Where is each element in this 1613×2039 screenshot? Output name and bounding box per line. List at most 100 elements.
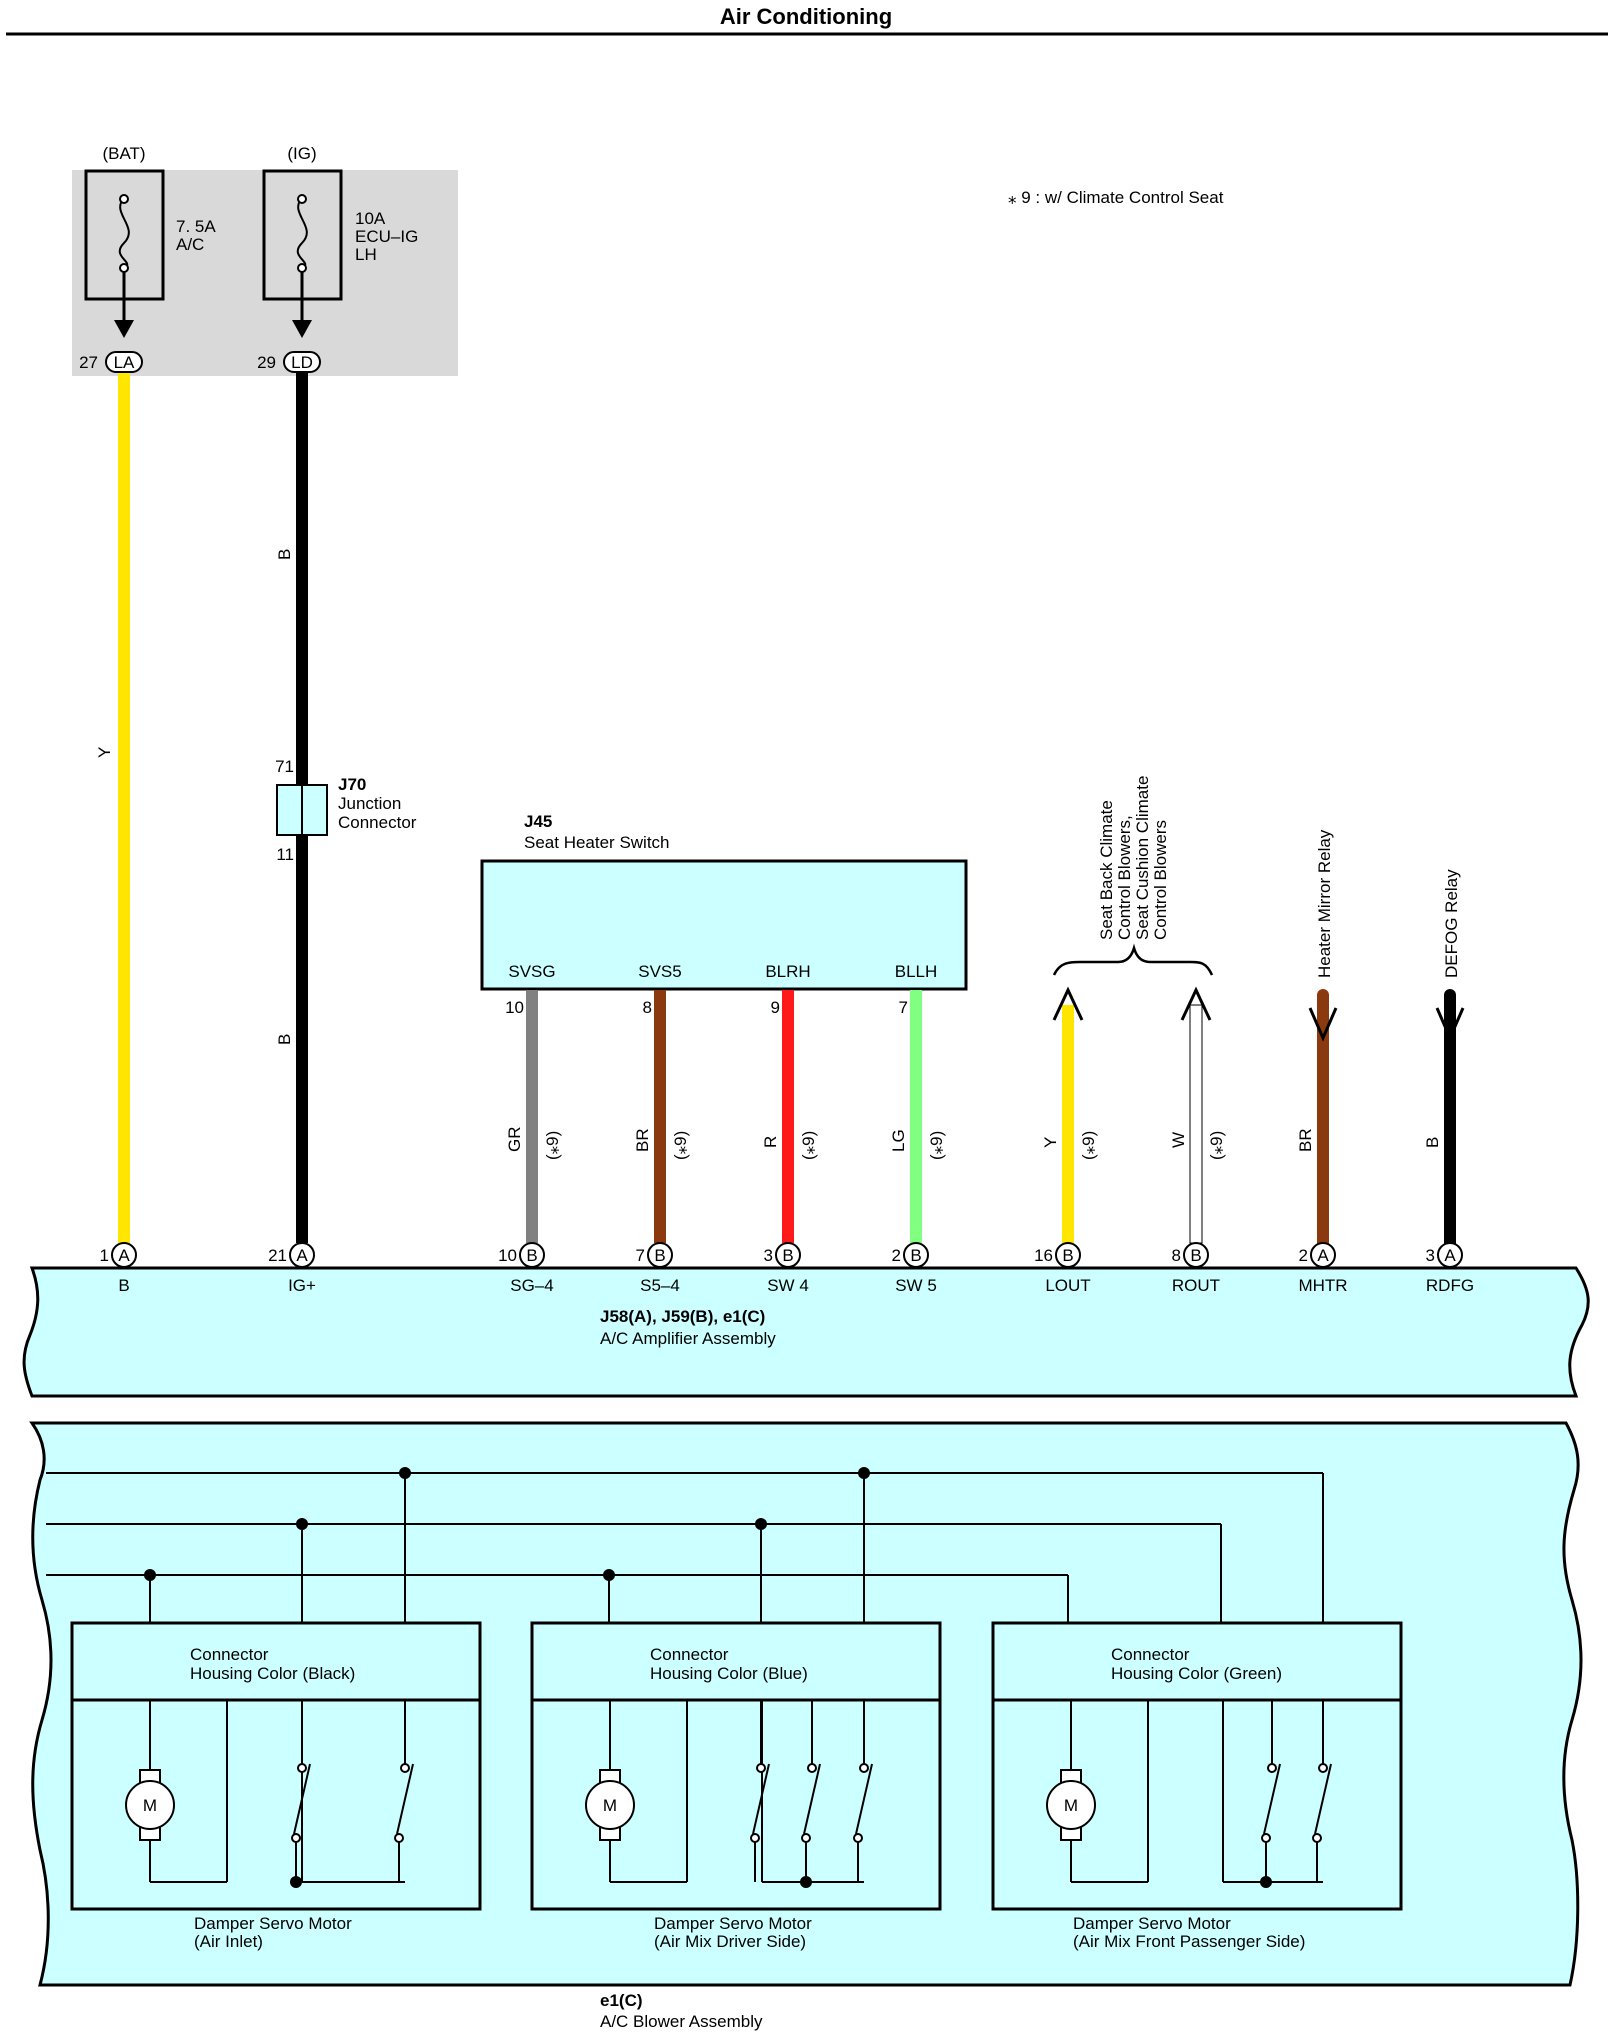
code-br-mhtr: BR (1296, 1128, 1315, 1152)
amp-pin-8-number: 8 (1172, 1246, 1181, 1265)
amp-pin-8-conn: B (1190, 1246, 1201, 1265)
bus-dot (755, 1518, 767, 1530)
amp-pin-1-connector (111, 1242, 137, 1268)
switch-contact-icon (1314, 1763, 1332, 1835)
fuse-2-connector (283, 351, 321, 373)
switch-contact-icon (293, 1763, 311, 1835)
dest-blowers-2: Control Blowers, (1115, 815, 1134, 940)
note-w: (⁎9) (1207, 1131, 1226, 1160)
switch-term-svs5: SVS5 (638, 962, 681, 981)
servo-housing-2: Housing Color (Blue) (650, 1664, 808, 1683)
note-lg: (⁎9) (927, 1131, 946, 1160)
seat-heater-switch: J45 Seat Heater Switch SVSG SVS5 BLRH BL… (480, 812, 968, 1017)
amp-pin-7-connector (1055, 1242, 1081, 1268)
note-y: (⁎9) (1079, 1131, 1098, 1160)
code-lg: LG (889, 1129, 908, 1152)
amp-pin-7-number: 16 (1034, 1246, 1053, 1265)
junction-pin-top: 71 (275, 757, 294, 776)
junction-connector: 71 11 J70 Junction Connector (275, 757, 417, 864)
amp-pin-4-connector (647, 1242, 673, 1268)
servo-bus (46, 1472, 1324, 1623)
fuse-1-name: A/C (176, 235, 204, 254)
switch-contact (756, 1763, 766, 1773)
fuse-2-conn: LD (291, 353, 313, 372)
amp-pin-2-connector (289, 1242, 315, 1268)
fuse-2-element-icon (296, 197, 308, 269)
amp-pin-4-conn: B (654, 1246, 665, 1265)
amp-pin-8-connector (1183, 1242, 1209, 1268)
fuse-1-terminal (119, 194, 129, 204)
amp-pin-10-conn: A (1444, 1246, 1456, 1265)
switch-contact (297, 1763, 307, 1773)
amp-pin-10-terminal: RDFG (1426, 1276, 1474, 1295)
fuse-1-rating: 7. 5A (176, 217, 216, 236)
bus-dot (144, 1569, 156, 1581)
servo-name-2: (Air Mix Front Passenger Side) (1073, 1932, 1305, 1951)
switch-term-svsg: SVSG (508, 962, 555, 981)
note-r: (⁎9) (799, 1131, 818, 1160)
fuse-block: (BAT) 7. 5A A/C LA 27 (IG) 10A ECU–IG LH… (72, 144, 458, 376)
fuse-1-source: (BAT) (102, 144, 145, 163)
amp-pin-10-number: 3 (1426, 1246, 1435, 1265)
amp-pin-7-conn: B (1062, 1246, 1073, 1265)
amplifier-assembly: J58(A), J59(B), e1(C) A/C Amplifier Asse… (22, 1266, 1590, 1398)
blower-id: e1(C) (600, 1991, 643, 2010)
junction-id: J70 (338, 775, 366, 794)
wire-b-code-2: B (275, 1034, 294, 1045)
switch-contact-icon (1263, 1763, 1281, 1835)
servo-body (991, 1621, 1403, 1911)
amp-pin-4-terminal: S5–4 (640, 1276, 680, 1295)
dest-defog: DEFOG Relay (1442, 869, 1461, 978)
amp-pin-2-conn: A (296, 1246, 308, 1265)
amp-pin-1-number: 1 (100, 1246, 109, 1265)
amp-pin-1-conn: A (118, 1246, 130, 1265)
switch-contact (859, 1763, 869, 1773)
fuse-2-pin: 29 (257, 353, 276, 372)
fuse-2-source: (IG) (287, 144, 316, 163)
wire-code-labels: GR (⁎9) BR (⁎9) R (⁎9) LG (⁎9) Y (⁎9) W … (505, 1127, 1442, 1161)
switch-body (480, 859, 968, 991)
bus-junction-dots (144, 1467, 870, 1581)
code-w: W (1169, 1132, 1188, 1148)
motor-icon (125, 1780, 175, 1830)
junction-pin-bottom: 11 (276, 845, 294, 864)
amp-pin-9-connector (1310, 1242, 1336, 1268)
page-title: Air Conditioning (720, 4, 892, 29)
fuse-2-arrow-icon (292, 320, 312, 338)
switch-term-bllh: BLLH (895, 962, 938, 981)
switch-id: J45 (524, 812, 552, 831)
amp-pin-2-terminal: IG+ (288, 1276, 316, 1295)
switch-contact (853, 1833, 863, 1843)
amplifier-body (22, 1266, 1590, 1398)
dest-blowers-1: Seat Back Climate (1097, 800, 1116, 940)
dest-blowers-4: Control Blowers (1151, 820, 1170, 940)
amp-pin-5-connector (775, 1242, 801, 1268)
switch-contact-icon (396, 1763, 414, 1835)
servo-name-2: (Air Mix Driver Side) (654, 1932, 806, 1951)
amp-pin-2-number: 21 (268, 1246, 287, 1265)
bus-dot (603, 1569, 615, 1581)
amp-pin-8-terminal: ROUT (1172, 1276, 1220, 1295)
switch-contact (750, 1833, 760, 1843)
switch-term-blrh: BLRH (765, 962, 810, 981)
fuse-1-connector (105, 351, 143, 373)
bus-dot (296, 1518, 308, 1530)
code-y: Y (1041, 1137, 1060, 1148)
amp-pin-5-terminal: SW 4 (767, 1276, 809, 1295)
switch-contact (1312, 1833, 1322, 1843)
fuse-1-conn: LA (114, 353, 135, 372)
amp-pin-3-terminal: SG–4 (510, 1276, 553, 1295)
bus-dot (858, 1467, 870, 1479)
motor-icon (585, 1780, 635, 1830)
switch-contact (394, 1833, 404, 1843)
switch-contact (807, 1763, 817, 1773)
amplifier-name: A/C Amplifier Assembly (600, 1329, 776, 1348)
amp-pin-9-conn: A (1317, 1246, 1329, 1265)
fuse-2-terminal (297, 194, 307, 204)
code-br: BR (633, 1128, 652, 1152)
servo-name-1: Damper Servo Motor (194, 1914, 352, 1933)
amp-pin-6-conn: B (910, 1246, 921, 1265)
